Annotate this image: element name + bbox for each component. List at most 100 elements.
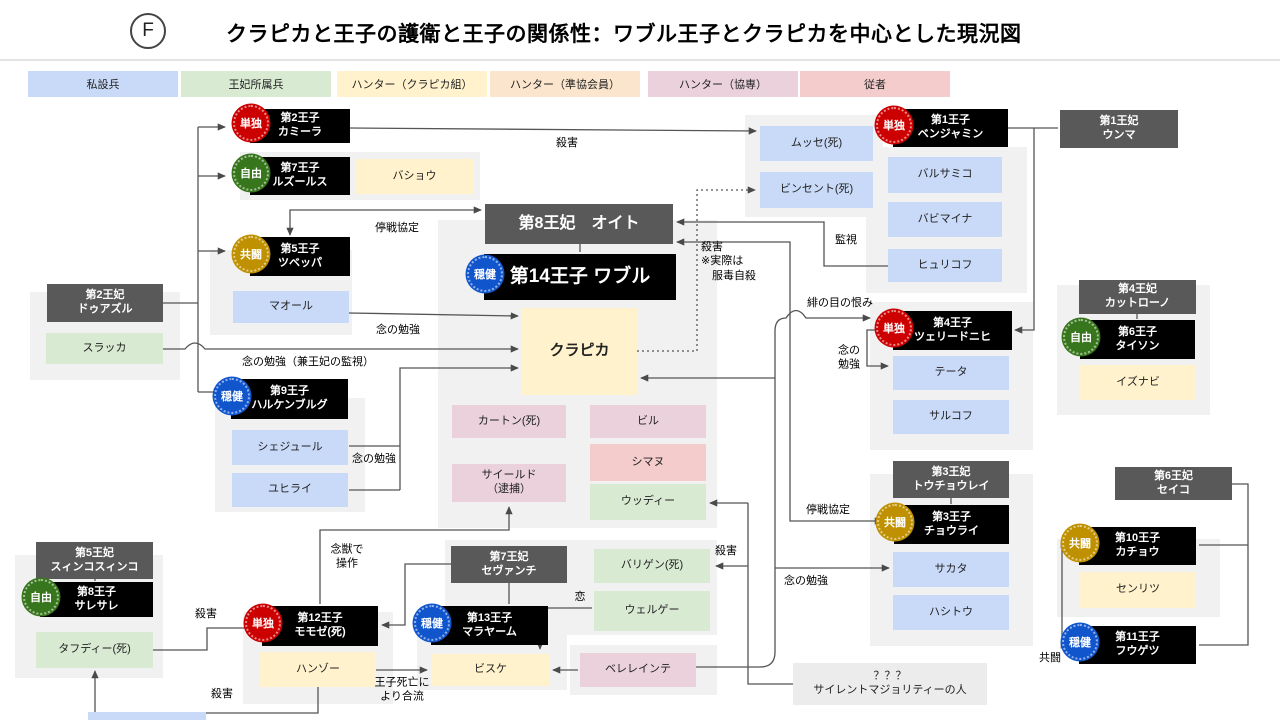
node-babimyna: バビマイナ (888, 202, 1002, 237)
node-queen7-sevanti: 第7王妃 セヴァンチ (451, 546, 567, 583)
relation-label-4: 停戦協定 (375, 221, 419, 234)
relation-label-11: 念獣で 操作 (330, 543, 364, 570)
legend-item-2: ハンター（クラピカ組） (337, 71, 487, 97)
node-belerainte: ベレレインテ (580, 653, 696, 687)
edge-22 (319, 506, 513, 604)
relation-label-14: 殺害 (195, 607, 217, 620)
stance-badge-prince5-tubeppa: 共闘 (233, 235, 269, 272)
relation-label-6: 念の勉強（兼王妃の監視） (242, 355, 374, 368)
relation-label-15: 恋 (574, 590, 586, 603)
edge-40 (1199, 483, 1249, 646)
node-queen1-unma: 第1王妃 ウンマ (1060, 110, 1178, 148)
stance-badge-prince2-camilla: 単独 (233, 105, 269, 141)
stance-badge-prince6-tyson: 自由 (1063, 318, 1099, 355)
legend-item-1: 王妃所属兵 (181, 71, 331, 97)
node-kurapika: クラピカ (522, 308, 637, 395)
relation-label-16: 念の 勉強 (838, 344, 860, 371)
header-f-badge: F (130, 13, 166, 49)
node-queen8-oito: 第8王妃 オイト (485, 204, 673, 244)
node-hyrikov: ヒュリコフ (888, 249, 1002, 282)
relation-label-3: 停戦協定 (806, 503, 850, 516)
edge-16 (696, 309, 871, 668)
stance-badge-prince3-chorai: 共闘 (877, 503, 913, 540)
node-salkov: サルコフ (893, 400, 1009, 434)
node-basho: バショウ (355, 159, 474, 194)
node-prince9-halkenburg: 第9王子 ハルケンブルグ (231, 379, 348, 419)
node-prince13-marayam: 第13王子 マラヤーム (431, 606, 548, 645)
node-slakka: スラッカ (46, 333, 163, 364)
node-prince4-tserriednich: 第4王子 ツェリードニヒ (893, 311, 1012, 350)
stance-badge-prince10-kacho: 共闘 (1062, 525, 1098, 561)
node-carton: カートン(死) (452, 405, 566, 438)
node-queen2-duazul: 第2王妃 ドゥアズル (47, 284, 163, 322)
node-biscuit: ビスケ (431, 654, 550, 686)
node-senritsu: センリツ (1080, 572, 1196, 608)
edge-0 (349, 127, 757, 135)
edge-15 (399, 364, 519, 490)
stance-badge-prince11-fugetsu: 穏健 (1062, 624, 1098, 660)
relation-label-12: 王子死亡に より合流 (374, 676, 430, 703)
node-musse: ムッセ(死) (760, 126, 873, 161)
relation-label-0: 殺害 (556, 136, 578, 149)
node-prince10-kacho: 第10王子 カチョウ (1079, 527, 1196, 565)
node-bill: ビル (590, 405, 706, 438)
relation-label-8: 緋の目の恨み (807, 296, 873, 309)
stance-badge-prince8-salesale: 自由 (23, 578, 59, 615)
edge-19 (747, 503, 793, 685)
node-prince14-woble: 第14王子 ワブル (484, 254, 676, 300)
node-silent-majority: ？？？ サイレントマジョリティーの人 (793, 663, 987, 705)
legend-item-0: 私設兵 (28, 71, 178, 97)
legend-item-5: 従者 (800, 71, 950, 97)
node-shimanu: シマヌ (590, 444, 706, 481)
stance-badge-prince4-tserriednich: 単独 (876, 309, 912, 346)
edge-35 (1014, 128, 1035, 334)
node-sayird: サイールド （逮捕） (452, 464, 566, 502)
stance-badge-prince12-momoze: 単独 (245, 605, 281, 641)
node-hashito: ハシトウ (893, 595, 1009, 630)
relation-label-13: 殺害 (211, 687, 233, 700)
relation-label-9: 念の勉強 (784, 574, 828, 587)
node-prince11-fugetsu: 第11王子 フウゲツ (1079, 626, 1196, 664)
edge-4 (286, 206, 482, 236)
edge-31 (152, 624, 257, 651)
node-balsamico: バルサミコ (888, 157, 1002, 193)
stance-badge-prince1-benjamin: 単独 (876, 107, 912, 143)
node-queen6-seiko: 第6王妃 セイコ (1115, 467, 1232, 500)
node-sakata: サカタ (893, 552, 1009, 587)
edge-30 (91, 670, 319, 714)
relation-label-10: 殺害 (715, 544, 737, 557)
node-yuhirai: ユヒライ (232, 473, 348, 507)
node-bottom-cut-box (88, 712, 206, 720)
node-queen4-katrono: 第4王妃 カットローノ (1079, 280, 1196, 314)
node-hanzo: ハンゾー (260, 652, 376, 687)
node-prince6-tyson: 第6王子 タイソン (1080, 320, 1195, 359)
node-prince12-momoze: 第12王子 モモゼ(死) (262, 606, 378, 646)
node-prince8-salesale: 第8王子 サレサレ (40, 582, 153, 617)
node-prince1-benjamin: 第1王子 ベンジャミン (893, 109, 1008, 147)
stance-badge-prince14-woble: 穏健 (467, 256, 503, 292)
node-tuffdy: タフディー(死) (36, 632, 153, 668)
page-title: クラピカと王子の護衛と王子の関係性：ワブル王子とクラピカを中心とした現況図 (226, 23, 1022, 46)
node-vincent: ビンセント(死) (760, 172, 873, 208)
header-divider (0, 59, 1280, 61)
node-queen5-swinko: 第5王妃 スィンコスィンコ (36, 542, 153, 579)
node-schedule: シェジュール (232, 430, 348, 465)
relation-label-1: 殺害 ※実際は 服毒自殺 (701, 241, 756, 282)
node-theta: テータ (893, 356, 1009, 390)
stance-badge-prince13-marayam: 穏健 (414, 604, 450, 641)
node-maor: マオール (233, 291, 349, 323)
stance-badge-prince9-halkenburg: 穏健 (214, 378, 250, 414)
relation-label-2: 監視 (835, 233, 857, 246)
relation-label-5: 念の勉強 (376, 323, 420, 336)
edge-3 (676, 238, 883, 525)
relation-label-7: 念の勉強 (352, 452, 396, 465)
node-wergee: ウェルゲー (594, 591, 710, 631)
node-prince2-camilla: 第2王子 カミーラ (250, 109, 350, 143)
node-prince3-chorai: 第3王子 チョウライ (894, 505, 1009, 544)
edge-23 (381, 563, 451, 629)
relation-label-17: 共闘 (1039, 651, 1061, 664)
node-queen3-tochoro: 第3王妃 トウチョウレイ (893, 461, 1009, 498)
edge-12 (163, 342, 519, 353)
edge-11 (348, 312, 519, 320)
